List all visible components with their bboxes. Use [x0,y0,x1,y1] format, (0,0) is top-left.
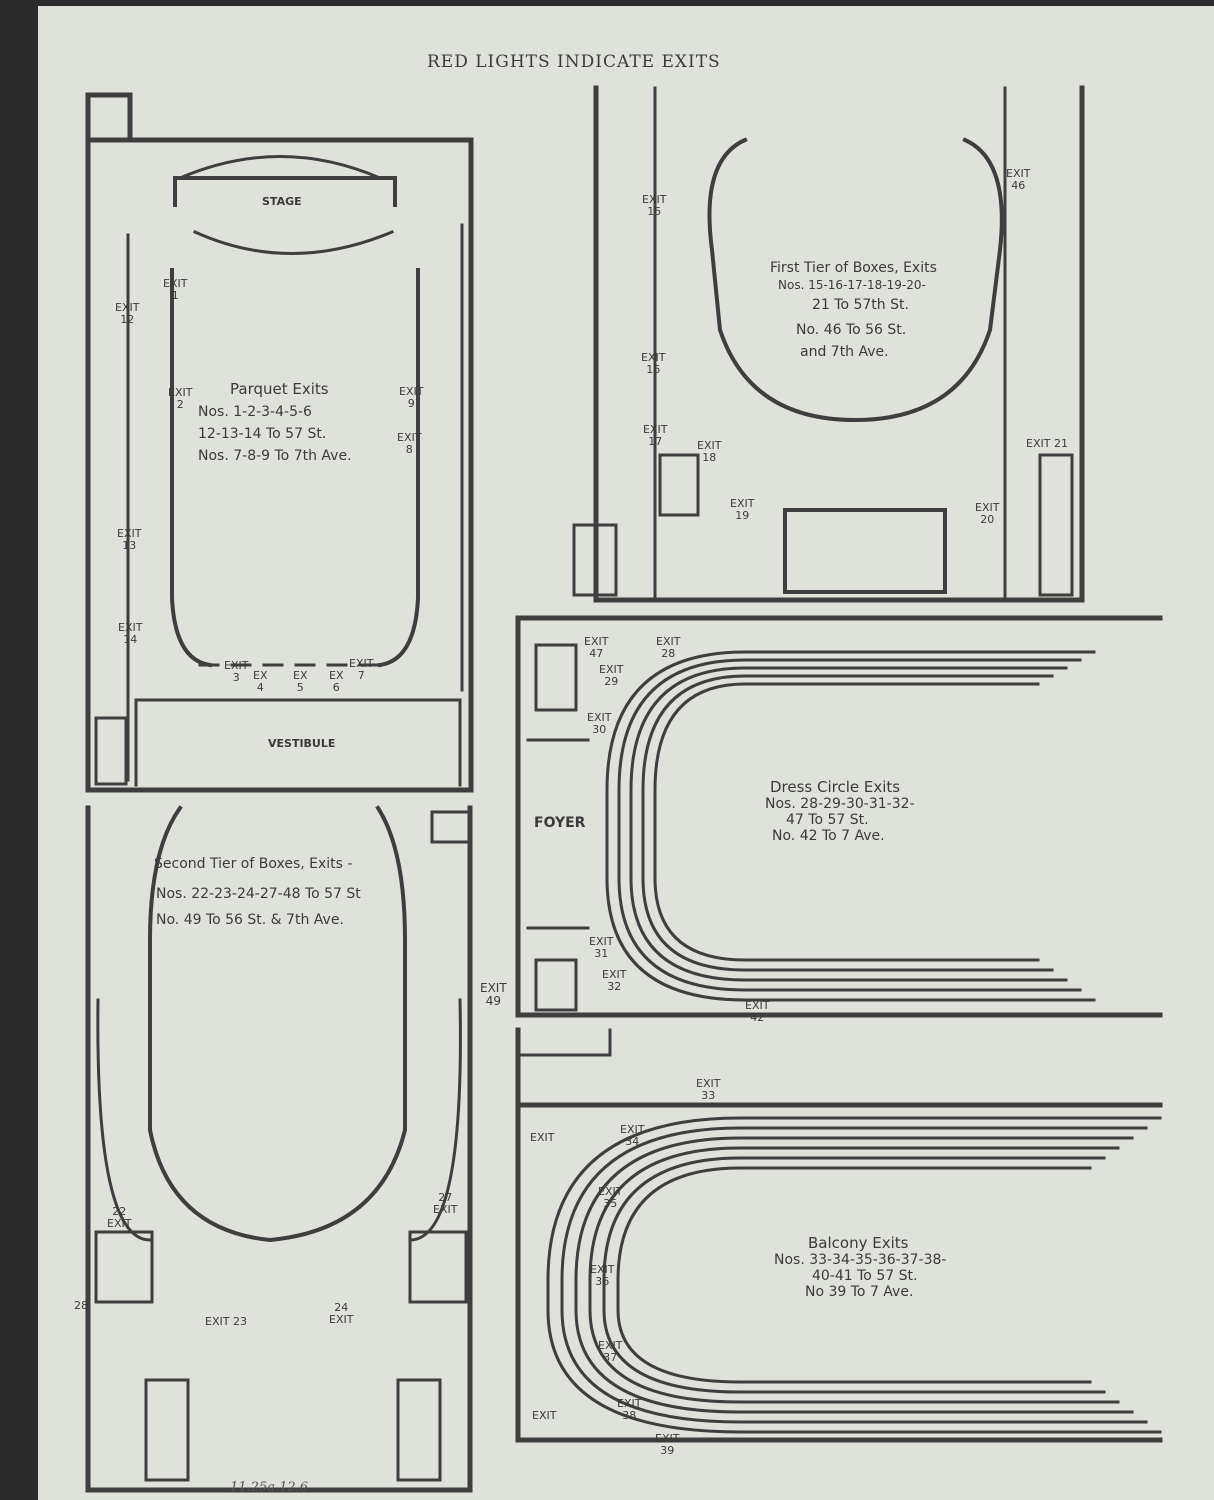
second-tier-line-2: No. 49 To 56 St. & 7th Ave. [156,912,344,928]
parquet-exit-2: EXIT 2 [168,386,193,411]
dress-circle-exit-28: EXIT 28 [656,635,681,660]
vestibule-label: VESTIBULE [268,737,336,750]
parquet-exit-5: EX 5 [293,669,308,694]
dress-circle-exit-47: EXIT 47 [584,635,609,660]
balcony-exit-39: EXIT 39 [655,1432,680,1457]
second-tier-exit-27: 27 EXIT [433,1191,458,1216]
second-tier-exit-49: EXIT 49 [480,981,507,1008]
parquet-exit-14: EXIT 14 [118,621,143,646]
foyer-label: FOYER [534,815,586,831]
parquet-plan [85,92,474,793]
dress-circle-line-3: No. 42 To 7 Ave. [772,828,885,844]
balcony-exit-35: EXIT 35 [598,1185,623,1210]
parquet-exit-1: EXIT 1 [163,277,188,302]
parquet-line-1: Nos. 1-2-3-4-5-6 [198,404,312,420]
second-tier-exit-28: 28 [74,1299,88,1312]
balcony-exit-top-left: EXIT [530,1131,555,1144]
page-header: RED LIGHTS INDICATE EXITS [427,52,721,72]
second-tier-exit-22: 22 EXIT [107,1205,132,1230]
stage-label: STAGE [262,195,302,208]
program-page [38,6,1214,1500]
dress-circle-line-1: Nos. 28-29-30-31-32- [765,796,915,812]
first-tier-exit-17: EXIT 17 [643,423,668,448]
dress-circle-line-2: 47 To 57 St. [786,812,869,828]
dress-circle-exit-31: EXIT 31 [589,935,614,960]
parquet-exit-7: EXIT 7 [349,657,374,682]
first-tier-exit-21: EXIT 21 [1026,437,1068,450]
dress-circle-exit-42: EXIT 42 [745,999,770,1024]
second-tier-plan [85,805,473,1493]
first-tier-line-2: 21 To 57th St. [812,297,909,313]
first-tier-title: First Tier of Boxes, Exits [770,260,937,276]
parquet-exit-3: EXIT 3 [224,659,249,684]
handwritten-note: 11.25a.12.6 [230,1480,309,1495]
second-tier-exit-23: EXIT 23 [205,1315,247,1328]
second-tier-exit-24: 24 EXIT [329,1301,354,1326]
parquet-exit-4: EX 4 [253,669,268,694]
balcony-exit-bottom-left: EXIT [532,1409,557,1422]
dress-circle-title: Dress Circle Exits [770,778,901,796]
dress-circle-plan [515,615,1163,1018]
balcony-exit-38: EXIT 38 [617,1397,642,1422]
balcony-exit-37: EXIT 37 [598,1339,623,1364]
parquet-exit-8: EXIT 8 [397,431,422,456]
parquet-exit-12: EXIT 12 [115,301,140,326]
balcony-exit-34: EXIT 34 [620,1123,645,1148]
first-tier-line-1: Nos. 15-16-17-18-19-20- [778,278,926,292]
balcony-line-3: No 39 To 7 Ave. [805,1284,914,1300]
first-tier-line-4: and 7th Ave. [800,344,889,360]
dress-circle-exit-29: EXIT 29 [599,663,624,688]
parquet-exit-6: EX 6 [329,669,344,694]
parquet-exit-13: EXIT 13 [117,527,142,552]
balcony-line-2: 40-41 To 57 St. [812,1268,918,1284]
first-tier-exit-19: EXIT 19 [730,497,755,522]
dress-circle-exit-32: EXIT 32 [602,968,627,993]
first-tier-exit-18: EXIT 18 [697,439,722,464]
dress-circle-exit-30: EXIT 30 [587,711,612,736]
first-tier-exit-16: EXIT 16 [641,351,666,376]
balcony-exit-33: EXIT 33 [696,1077,721,1102]
balcony-exit-36: EXIT 36 [590,1263,615,1288]
second-tier-title: Second Tier of Boxes, Exits - [154,856,353,872]
parquet-exit-9: EXIT 9 [399,385,424,410]
balcony-plan [515,1027,1163,1443]
balcony-title: Balcony Exits [808,1234,909,1252]
first-tier-exit-15: EXIT 15 [642,193,667,218]
first-tier-exit-20: EXIT 20 [975,501,1000,526]
parquet-title: Parquet Exits [230,380,329,398]
balcony-line-1: Nos. 33-34-35-36-37-38- [774,1252,947,1268]
first-tier-line-3: No. 46 To 56 St. [796,322,907,338]
second-tier-line-1: Nos. 22-23-24-27-48 To 57 St [156,886,361,902]
parquet-line-3: Nos. 7-8-9 To 7th Ave. [198,448,352,464]
first-tier-exit-46: EXIT 46 [1006,167,1031,192]
parquet-line-2: 12-13-14 To 57 St. [198,426,327,442]
first-tier-plan [572,85,1085,603]
